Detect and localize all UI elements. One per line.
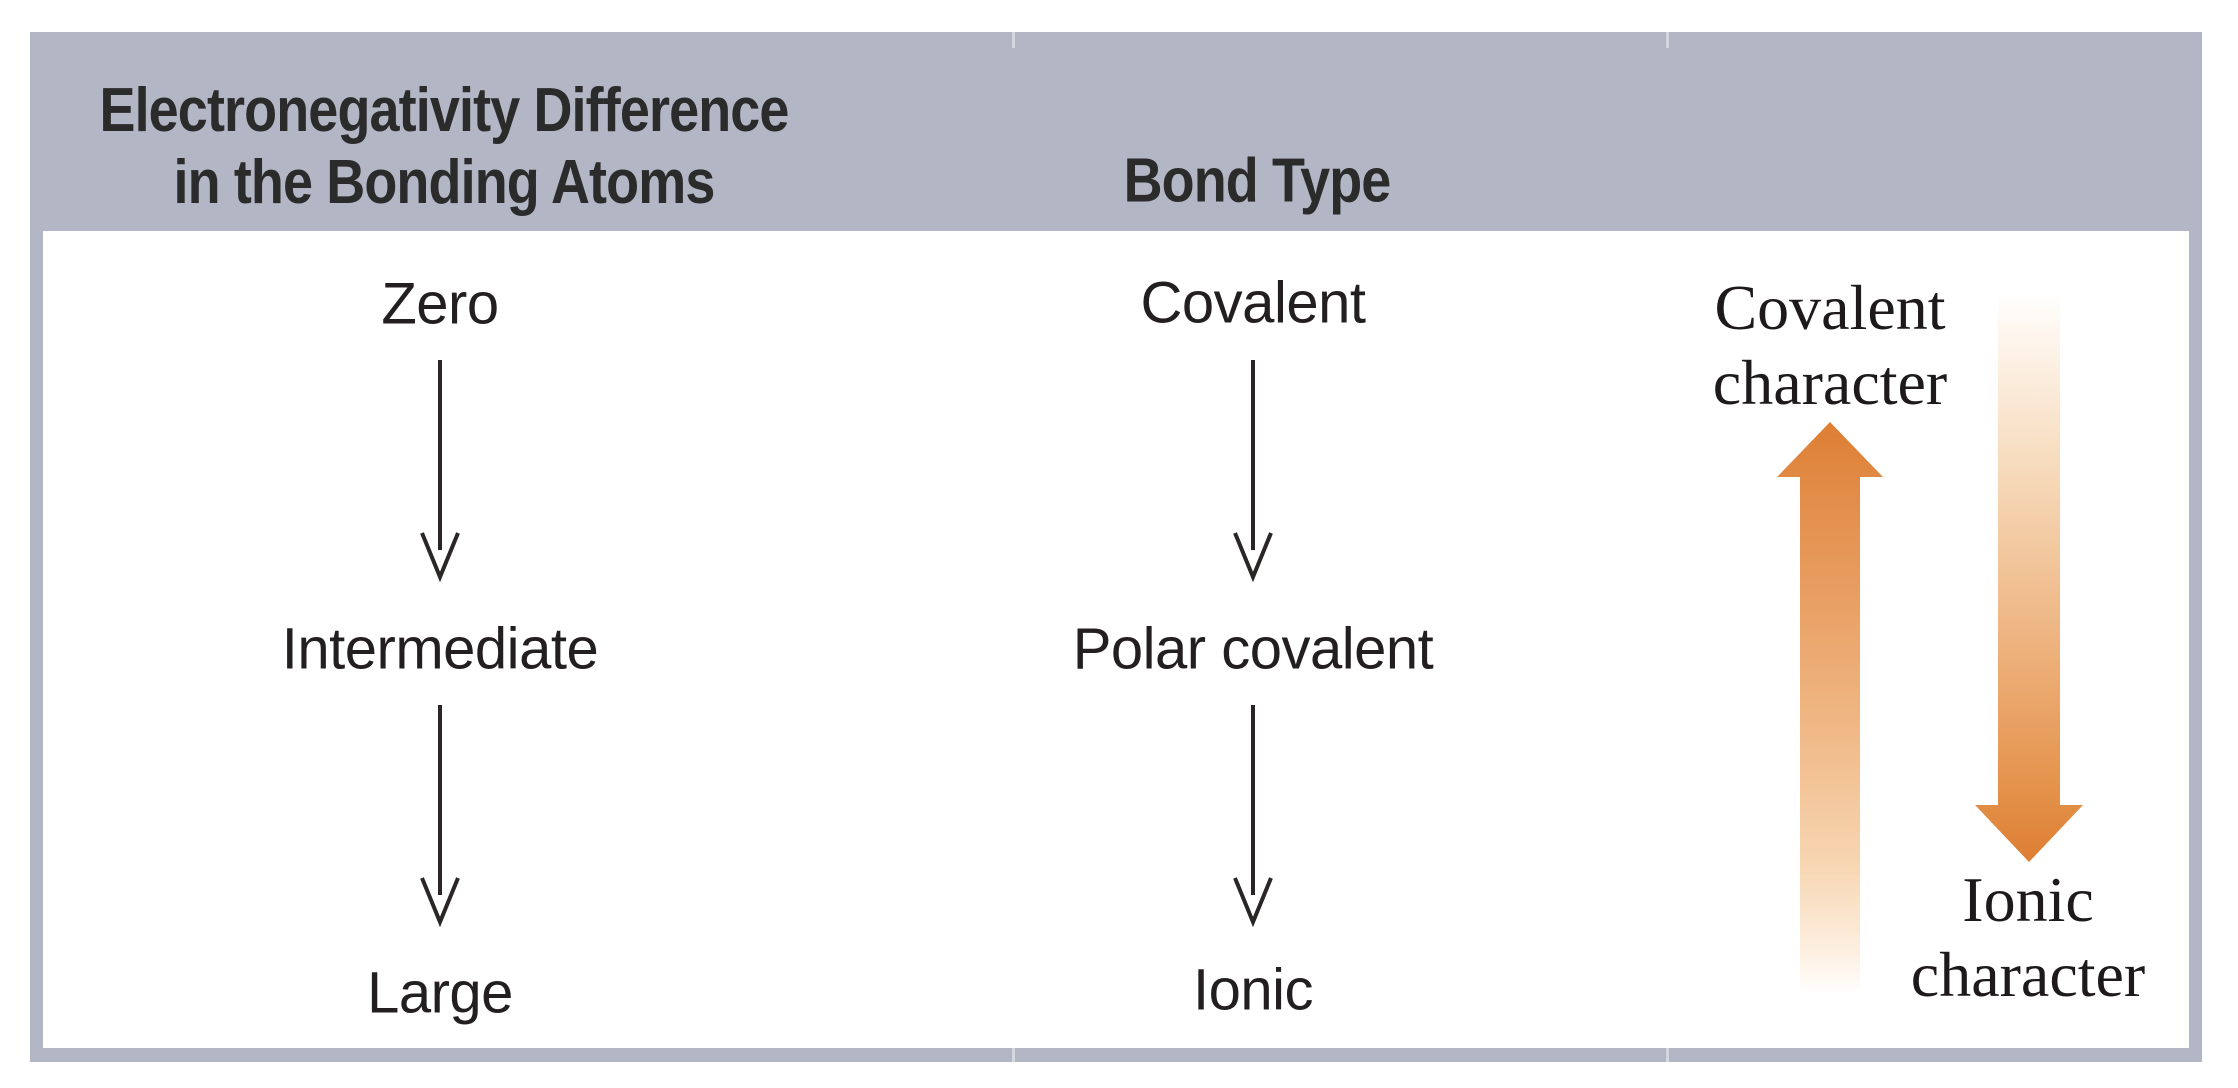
covalent-character-line-2: character xyxy=(1712,347,1948,418)
covalent-character-label: Covalent character xyxy=(1713,270,1947,420)
down-arrow-icon xyxy=(1223,358,1283,582)
ionic-character-line-2: character xyxy=(1910,939,2146,1010)
header-column-seam xyxy=(1666,32,1669,48)
covalent-character-line-1: Covalent xyxy=(1714,272,1946,343)
border-column-seam xyxy=(1666,1048,1669,1062)
label-zero: Zero xyxy=(381,271,499,337)
down-arrow-icon xyxy=(1223,703,1283,927)
label-large: Large xyxy=(367,960,513,1026)
table-header-bar xyxy=(30,32,2202,231)
label-intermediate: Intermediate xyxy=(281,616,599,682)
down-arrow-icon xyxy=(410,358,470,582)
frame-border-right xyxy=(2189,231,2202,1062)
header-line-1: Electronegativity Difference xyxy=(99,76,789,145)
ionic-character-line-1: Ionic xyxy=(1962,864,2094,935)
label-ionic: Ionic xyxy=(1192,957,1314,1023)
frame-border-bottom xyxy=(30,1048,2202,1062)
ionic-character-label: Ionic character xyxy=(1911,862,2145,1012)
label-covalent: Covalent xyxy=(1140,270,1366,336)
covalent-character-up-arrow-icon xyxy=(1777,422,1883,995)
frame-border-left xyxy=(30,231,43,1062)
border-column-seam xyxy=(1012,1048,1015,1062)
header-column-seam xyxy=(1012,32,1015,48)
header-line-2: in the Bonding Atoms xyxy=(173,148,716,217)
header-electronegativity-difference: Electronegativity Difference in the Bond… xyxy=(99,75,789,219)
header-bond-type: Bond Type xyxy=(1123,146,1392,216)
ionic-character-down-arrow-icon xyxy=(1975,292,2083,862)
label-polar-covalent: Polar covalent xyxy=(1072,616,1434,682)
down-arrow-icon xyxy=(410,703,470,927)
